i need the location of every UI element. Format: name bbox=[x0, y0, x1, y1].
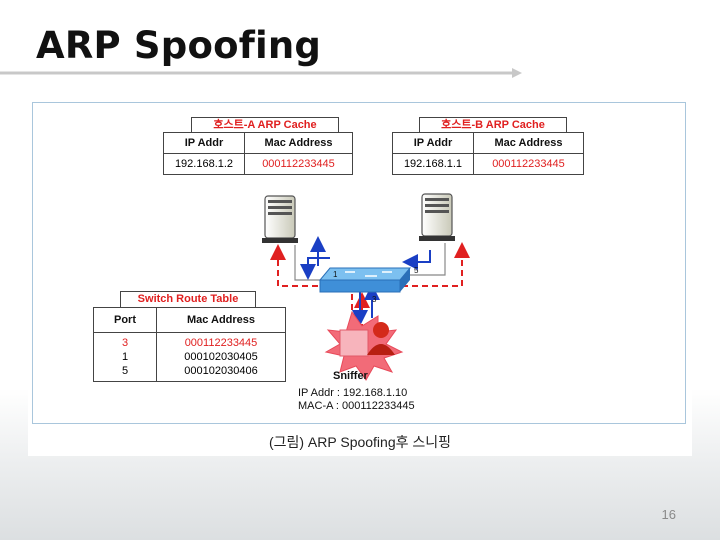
host-a-table-title: 호스트-A ARP Cache bbox=[191, 117, 339, 133]
page-number: 16 bbox=[661, 507, 676, 522]
sniffer-mac: MAC-A : 000112233445 bbox=[298, 400, 415, 412]
switch-port: 1 bbox=[121, 351, 129, 363]
switch-mac: 000112233445 bbox=[184, 337, 258, 349]
sniffer-address-info: IP Addr : 192.168.1.10 MAC-A : 000112233… bbox=[298, 387, 415, 413]
switch-header-mac: Mac Address bbox=[156, 307, 286, 333]
sniffer-ip: IP Addr : 192.168.1.10 bbox=[298, 387, 408, 399]
figure-caption: (그림) ARP Spoofing후 스니핑 bbox=[268, 434, 452, 450]
title-underline bbox=[0, 68, 522, 78]
switch-port: 5 bbox=[121, 365, 129, 377]
sniffer-label: Sniffer bbox=[333, 370, 368, 382]
host-a-ip: 192.168.1.2 bbox=[163, 153, 245, 175]
switch-table-title: Switch Route Table bbox=[120, 291, 256, 307]
host-b-header-mac: Mac Address bbox=[473, 132, 584, 154]
switch-route-table: Port Mac Address 3 1 5 000112233445 0001… bbox=[93, 307, 286, 382]
host-b-table-title: 호스트-B ARP Cache bbox=[419, 117, 567, 133]
host-b-arp-table: IP Addr Mac Address 192.168.1.1 00011223… bbox=[392, 132, 584, 175]
host-a-header-mac: Mac Address bbox=[244, 132, 353, 154]
host-a-header-ip: IP Addr bbox=[163, 132, 245, 154]
switch-port: 3 bbox=[121, 337, 129, 349]
switch-header-port: Port bbox=[93, 307, 157, 333]
diagram-border bbox=[32, 102, 686, 424]
slide-title: ARP Spoofing bbox=[36, 24, 322, 67]
host-b-header-ip: IP Addr bbox=[392, 132, 474, 154]
host-a-mac: 000112233445 bbox=[244, 153, 353, 175]
host-b-mac: 000112233445 bbox=[473, 153, 584, 175]
host-a-arp-table: IP Addr Mac Address 192.168.1.2 00011223… bbox=[163, 132, 353, 175]
switch-mac: 000102030405 bbox=[184, 351, 258, 363]
host-b-ip: 192.168.1.1 bbox=[392, 153, 474, 175]
switch-mac: 000102030406 bbox=[184, 365, 258, 377]
